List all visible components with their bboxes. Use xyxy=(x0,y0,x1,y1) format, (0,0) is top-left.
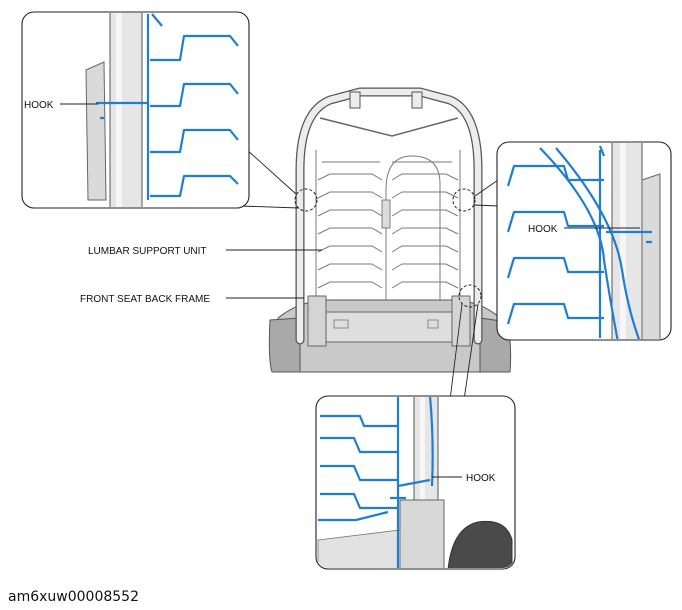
leader-bottom-b xyxy=(463,303,479,401)
leader-right-a xyxy=(474,179,499,197)
leader-top-left-b xyxy=(239,205,300,209)
lumbar-support-wire xyxy=(315,150,461,300)
callout-right: HOOK xyxy=(496,141,672,341)
hook-label-bottom: HOOK xyxy=(466,473,496,484)
hook-label-right: HOOK xyxy=(528,224,558,235)
callout-bottom: HOOK xyxy=(315,395,516,570)
front-seat-back-frame-label: FRONT SEAT BACK FRAME xyxy=(80,294,210,305)
callout-top-left: HOOK xyxy=(21,11,250,209)
detail-circle-left xyxy=(294,188,318,212)
seat-back-frame-illustration xyxy=(268,87,512,373)
lumbar-support-unit-label: LUMBAR SUPPORT UNIT xyxy=(88,246,207,257)
hook-label-top-left: HOOK xyxy=(24,100,54,111)
detail-circle-bottom xyxy=(458,284,482,308)
leader-right-b xyxy=(473,204,499,207)
detail-circle-right xyxy=(452,188,476,212)
leader-bottom-a xyxy=(449,303,463,401)
figure-id: am6xuw00008552 xyxy=(8,589,139,605)
